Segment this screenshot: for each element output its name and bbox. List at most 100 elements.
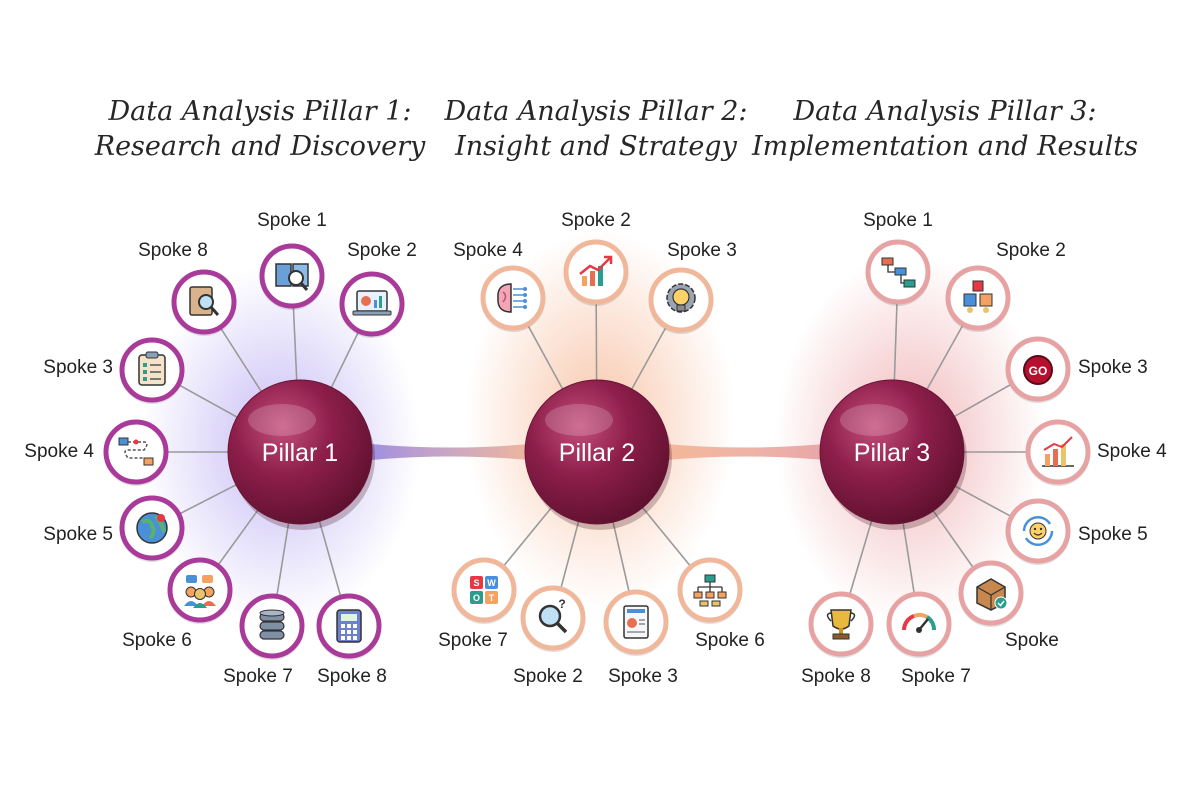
pillar-1-title-line1: Data Analysis Pillar 1: (108, 96, 412, 127)
document-magnifier-icon (189, 286, 220, 316)
pillar-3-spoke-node (865, 239, 931, 306)
pillar-3-spoke-label: Spoke 7 (901, 666, 971, 687)
pillar-2-spoke-node (603, 589, 669, 656)
satisfaction-cycle-icon (1022, 515, 1054, 547)
pillar-3-spoke-node (958, 560, 1024, 627)
pillar-3-spoke-node (808, 591, 874, 658)
pillar-3-spoke-label: Spoke 4 (1097, 441, 1167, 462)
pillar-3-spoke-label: Spoke 8 (801, 666, 871, 687)
pillar-2-hub-label: Pillar 2 (559, 439, 635, 467)
pillar-1-spoke-label: Spoke 6 (122, 630, 192, 651)
pillar-1-spoke-label: Spoke 5 (43, 524, 113, 545)
spoke-node-ring (451, 557, 517, 623)
pillar-1-title-line2: Research and Discovery (94, 131, 426, 162)
pillar-2-title-line2: Insight and Strategy (455, 131, 737, 162)
trophy-icon (826, 609, 856, 640)
pillar-1-spoke-label: Spoke 2 (347, 240, 417, 261)
pillar-1-spoke-label: Spoke 8 (317, 666, 387, 687)
pillar-2-spoke-label: Spoke 3 (608, 666, 678, 687)
pillar-2-spoke-node (480, 265, 546, 332)
pillar-1-spoke-node (339, 271, 405, 338)
globe-location-icon (136, 512, 168, 544)
team-puzzle-icon (963, 280, 993, 313)
pillar-2-spoke-label: Spoke 2 (513, 666, 583, 687)
pillar-1-spoke-label: Spoke 4 (24, 441, 94, 462)
pillar-2-title-line1: Data Analysis Pillar 2: (444, 96, 748, 127)
go-button-icon: GO (1023, 355, 1053, 385)
pillar-3-spoke-label: Spoke 5 (1078, 524, 1148, 545)
pillar-1-spoke-node (119, 495, 185, 562)
growth-chart-icon (579, 255, 613, 286)
svg-text:O: O (473, 593, 480, 603)
pillar-3-spoke-node (1025, 419, 1091, 486)
process-flow-icon (118, 437, 154, 466)
pillar-3-hub-label: Pillar 3 (854, 439, 930, 467)
svg-text:W: W (487, 578, 496, 588)
bar-growth-icon (1042, 436, 1074, 467)
pillar-1-title: Data Analysis Pillar 1: Research and Dis… (60, 94, 460, 164)
pillar-3-spoke-label: Spoke (1005, 630, 1059, 651)
pillar-2-to-3-connector (655, 443, 835, 461)
question-magnifier-icon: ? (538, 597, 568, 634)
pillar-2-spoke-node: ? (520, 585, 586, 652)
pillar-1-hub-label: Pillar 1 (262, 439, 338, 467)
pillar-1-spoke-node (259, 243, 325, 310)
pillar-3-title: Data Analysis Pillar 3: Implementation a… (745, 94, 1145, 164)
pillar-1-spoke-node (239, 593, 305, 660)
pillar-1-to-2-connector (360, 443, 540, 461)
lightbulb-gear-icon (666, 283, 696, 313)
pillar-3-spoke-node (886, 591, 952, 658)
pillar-2-spoke-node (648, 267, 714, 334)
spoke-node-ring (103, 419, 169, 485)
brain-circuit-icon (497, 283, 527, 313)
svg-text:T: T (489, 593, 495, 603)
spoke-node-ring (480, 265, 546, 331)
svg-text:S: S (473, 578, 479, 588)
pillar-2-hub: Pillar 2 (524, 379, 672, 530)
pillar-1-spoke-node (167, 557, 233, 624)
business-report-icon (623, 605, 649, 639)
pillar-3-spoke-node (1005, 498, 1071, 565)
pillar-1-spoke-label: Spoke 3 (43, 357, 113, 378)
pillar-1-spoke-label: Spoke 7 (223, 666, 293, 687)
laptop-analytics-icon (352, 290, 392, 316)
spoke-node-ring (886, 591, 952, 657)
clipboard-checklist-icon (138, 351, 166, 386)
pillar-2-spoke-node (563, 239, 629, 306)
pillar-3-spoke-node (945, 265, 1011, 332)
pillar-2-title: Data Analysis Pillar 2: Insight and Stra… (396, 94, 796, 164)
database-icon (259, 609, 285, 640)
pillar-3-spoke-label: Spoke 1 (863, 210, 933, 231)
pillar-3-title-line1: Data Analysis Pillar 3: (793, 96, 1097, 127)
team-chat-icon (184, 575, 216, 608)
pillar-3-title-line2: Implementation and Results (751, 131, 1139, 162)
pillar-1-spoke-node (171, 269, 237, 336)
flowchart-icon (881, 257, 916, 288)
pillar-2-spoke-label: Spoke 4 (453, 240, 523, 261)
svg-text:?: ? (558, 597, 565, 611)
pillar-1-spoke-label: Spoke 8 (138, 240, 208, 261)
spoke-node-ring (563, 239, 629, 305)
pillar-1-spoke-node (103, 419, 169, 486)
org-chart-icon (693, 574, 727, 607)
go-button-label: GO (1029, 364, 1048, 378)
pillar-2-spoke-label: Spoke 6 (695, 630, 765, 651)
pillar-3-spoke-label: Spoke 2 (996, 240, 1066, 261)
pillar-1-spoke-node (119, 337, 185, 404)
spoke-node-ring (945, 265, 1011, 331)
pillar-1-spoke-node (316, 593, 382, 660)
pillar-3-spoke-label: Spoke 3 (1078, 357, 1148, 378)
pillar-3-hub: Pillar 3 (819, 379, 967, 530)
pillar-3-spoke-node: GO (1005, 336, 1071, 403)
pillar-1-hub: Pillar 1 (227, 379, 375, 530)
pillar-2-spoke-node (677, 557, 743, 624)
gauge-icon (902, 612, 936, 633)
book-search-icon (275, 263, 309, 291)
calculator-icon (336, 609, 362, 643)
pillar-1-spoke-label: Spoke 1 (257, 210, 327, 231)
package-check-icon (976, 578, 1008, 611)
